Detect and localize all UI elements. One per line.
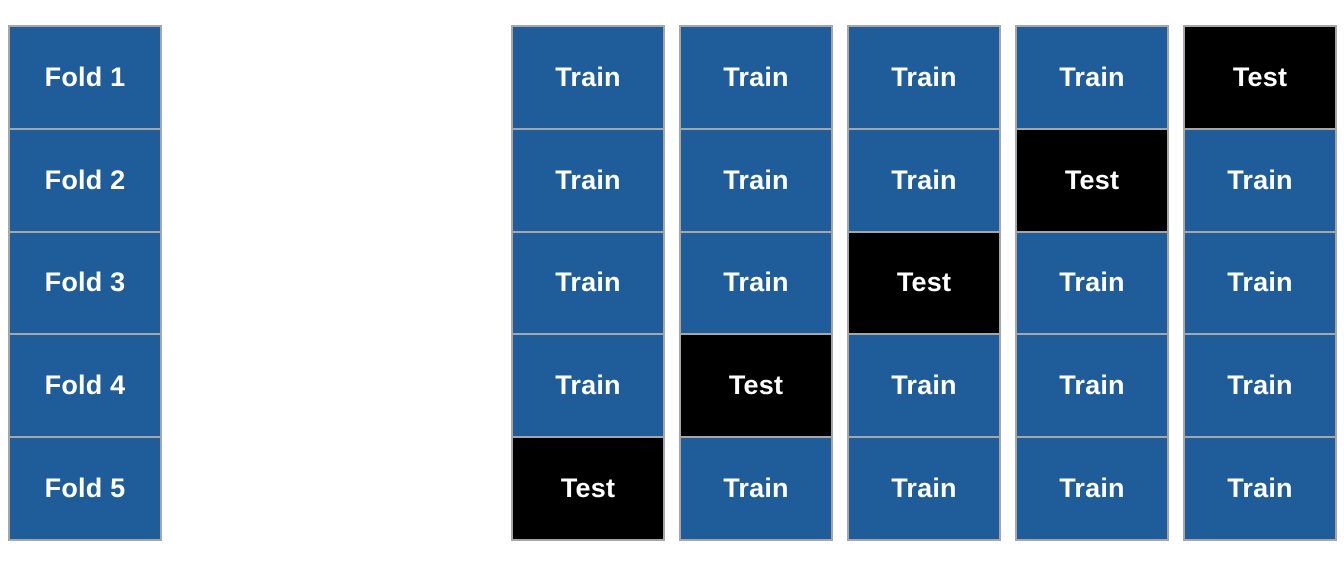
train-cell-split4-fold1: Train <box>1015 25 1169 130</box>
train-cell-split2-fold2: Train <box>679 127 833 233</box>
train-cell-split5-fold5: Train <box>1183 436 1337 541</box>
train-cell-split4-fold4: Train <box>1015 333 1169 439</box>
train-cell-split3-fold5: Train <box>847 436 1001 541</box>
test-cell-split4-fold2: Test <box>1015 127 1169 233</box>
fold-label-3: Fold 3 <box>8 230 162 336</box>
train-cell-split1-fold3: Train <box>511 230 665 336</box>
train-cell-split3-fold2: Train <box>847 127 1001 233</box>
train-cell-split2-fold3: Train <box>679 230 833 336</box>
train-cell-split5-fold3: Train <box>1183 230 1337 336</box>
fold-label-4: Fold 4 <box>8 333 162 439</box>
test-cell-split3-fold3: Test <box>847 230 1001 336</box>
train-cell-split3-fold1: Train <box>847 25 1001 130</box>
train-cell-split1-fold4: Train <box>511 333 665 439</box>
train-cell-split5-fold2: Train <box>1183 127 1337 233</box>
train-cell-split4-fold5: Train <box>1015 436 1169 541</box>
fold-label-2: Fold 2 <box>8 127 162 233</box>
fold-label-5: Fold 5 <box>8 436 162 541</box>
train-cell-split1-fold1: Train <box>511 25 665 130</box>
fold-label-1: Fold 1 <box>8 25 162 130</box>
test-cell-split5-fold1: Test <box>1183 25 1337 130</box>
test-cell-split1-fold5: Test <box>511 436 665 541</box>
test-cell-split2-fold4: Test <box>679 333 833 439</box>
train-cell-split3-fold4: Train <box>847 333 1001 439</box>
train-cell-split5-fold4: Train <box>1183 333 1337 439</box>
train-cell-split4-fold3: Train <box>1015 230 1169 336</box>
train-cell-split2-fold1: Train <box>679 25 833 130</box>
train-cell-split2-fold5: Train <box>679 436 833 541</box>
train-cell-split1-fold2: Train <box>511 127 665 233</box>
